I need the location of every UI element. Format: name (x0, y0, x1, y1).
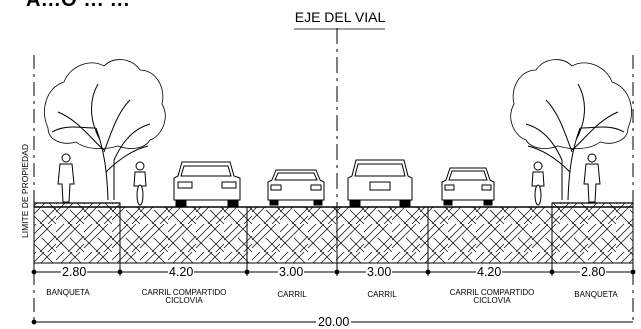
car-lane2-icon (267, 169, 325, 206)
ground-right-sidewalk (551, 202, 634, 264)
car-lane1-icon (173, 161, 241, 207)
segment-3-width: 3.00 (278, 265, 305, 279)
cyclist-left-icon (133, 161, 147, 206)
segment-5-width: 4.20 (476, 265, 503, 279)
segment-6-width: 2.80 (580, 265, 607, 279)
car-lane3-icon (347, 159, 413, 207)
ground-left-sidewalk (33, 202, 121, 264)
segment-1-label: BANQUETA (46, 288, 90, 297)
segment-2-label: CARRIL COMPARTIDO (141, 288, 227, 297)
segment-5-label: CARRIL COMPARTIDO (449, 288, 535, 297)
axis-label: EJE DEL VIAL (294, 9, 386, 25)
tree-right-icon (510, 59, 632, 201)
segment-5-label-2: CICLOVIA (473, 296, 511, 305)
segment-1-width: 2.80 (61, 265, 88, 279)
segment-4-label: CARRIL (367, 290, 397, 299)
ground-roadway (119, 206, 553, 264)
segment-3-label: CARRIL (277, 290, 307, 299)
segment-2-width: 4.20 (168, 265, 195, 279)
segment-4-width: 3.00 (366, 265, 393, 279)
pedestrian-right-icon (583, 153, 601, 203)
cyclist-right-icon (531, 161, 545, 206)
total-width: 20.00 (316, 315, 352, 329)
property-limit-label: LIMITE DE PROPIEDAD (20, 144, 30, 238)
segment-2-label-2: CICLOVIA (165, 296, 203, 305)
pedestrian-left-icon (57, 153, 75, 203)
segment-6-label: BANQUETA (574, 290, 618, 299)
car-lane4-icon (441, 167, 495, 206)
section-heading-clipped: A...O ... ... (26, 0, 131, 11)
tree-left-icon (44, 59, 166, 201)
